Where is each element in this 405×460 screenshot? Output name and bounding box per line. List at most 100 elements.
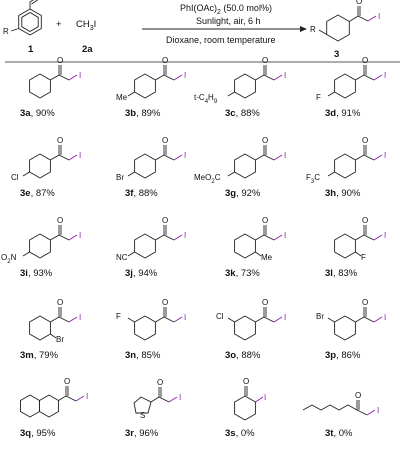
carbonyl-o-atom: O [162,56,168,65]
yield-caption-3o: 3o, 88% [225,350,261,361]
compound-id: 3p [325,350,336,361]
substituent-3e: Cl [11,173,19,182]
iodine-atom: I [79,151,81,160]
yield-value: , 90% [336,188,361,199]
compound-id: 3q [20,428,31,439]
iodine-atom: I [384,313,386,322]
carbonyl-o-atom: O [243,377,249,386]
yield-caption-3q: 3q, 95% [20,428,56,439]
iodine-atom: I [79,231,81,240]
carbonyl-o-atom: O [57,136,63,145]
compound-id: 3e [20,188,31,199]
compound-id: 3n [125,350,136,361]
carbonyl-o-atom: O [355,391,361,400]
product-entry-3m: O I Br 3m, 79% [20,298,81,361]
iodine-atom: I [179,393,181,402]
condition-reagent: PhI(OAc)2 (50.0 mol%) [180,3,272,16]
structure-3q: OI [20,377,88,418]
carbonyl-o-atom: O [262,56,268,65]
compound-id: 3r [125,428,134,439]
carbonyl-o-atom: O [362,136,368,145]
product-iodine-atom: I [378,12,380,21]
iodine-atom: I [264,393,266,402]
yield-value: , 86% [336,350,361,361]
yield-value: , 90% [31,108,56,119]
compound-id: 3o [225,350,236,361]
reactant-2-formula: CH3I [76,19,96,32]
yield-caption-3m: 3m, 79% [20,350,59,361]
iodine-atom: I [79,313,81,322]
iodine-atom: I [284,151,286,160]
reactant-2-label: 2a [82,44,93,55]
yield-caption-3d: 3d, 91% [325,108,361,119]
iodine-atom: I [184,313,186,322]
iodine-atom: I [384,71,386,80]
iodine-atom: I [79,71,81,80]
yield-caption-3t: 3t, 0% [325,428,353,439]
yield-caption-3e: 3e, 87% [20,188,55,199]
structure-3g: O I MeO2C [194,136,286,185]
structure-3d: OIF [316,56,386,102]
yield-caption-3k: 3k, 73% [225,268,260,279]
yield-value: , 73% [236,268,261,279]
yield-value: , 94% [133,268,158,279]
yield-value: , 0% [236,428,256,439]
compound-id: 3j [125,268,133,279]
iodine-atom: I [284,231,286,240]
compound-id: 3m [20,350,34,361]
reaction-arrowhead [300,26,307,32]
carbonyl-o-atom: O [162,216,168,225]
yield-caption-3n: 3n, 85% [125,350,161,361]
substituent-3j: NC [116,253,128,262]
substituent-3p: Br [316,312,324,321]
compound-id: 3t [325,428,334,439]
substituent-3f: Br [116,173,124,182]
yield-caption-3h: 3h, 90% [325,188,361,199]
compound-id: 3b [125,108,136,119]
yield-value: , 83% [333,268,358,279]
structure-3c: OIt-C4H9 [194,56,286,105]
compound-id: 3h [325,188,336,199]
structure-3e: O I Cl [11,136,81,182]
yield-caption-3l: 3l, 83% [325,268,358,279]
yield-value: , 88% [236,108,261,119]
substituent-3n: F [116,312,121,321]
yield-value: , 88% [133,188,158,199]
structure-3n: OIF [116,298,186,341]
compound-id: 3l [325,268,333,279]
yield-caption-3i: 3i, 93% [20,268,53,279]
substituent-3d: F [316,93,321,102]
yield-caption-3f: 3f, 88% [125,188,158,199]
iodine-atom: I [384,151,386,160]
yield-value: , 92% [236,188,261,199]
yield-caption-3s: 3s, 0% [225,428,255,439]
structure-3a: OI [29,56,81,99]
structure-3m: O I Br [29,298,81,344]
product-r-label: R [310,25,316,34]
carbonyl-o-atom: O [262,136,268,145]
yield-value: , 0% [333,428,353,439]
reactant-1-structure: R [3,0,42,36]
yield-value: , 91% [336,108,361,119]
substituent-3m: Br [56,335,64,344]
carbonyl-o-atom: O [57,298,63,307]
product-general-structure: O I R [310,0,380,42]
substituent-3g: MeO2C [194,173,221,185]
